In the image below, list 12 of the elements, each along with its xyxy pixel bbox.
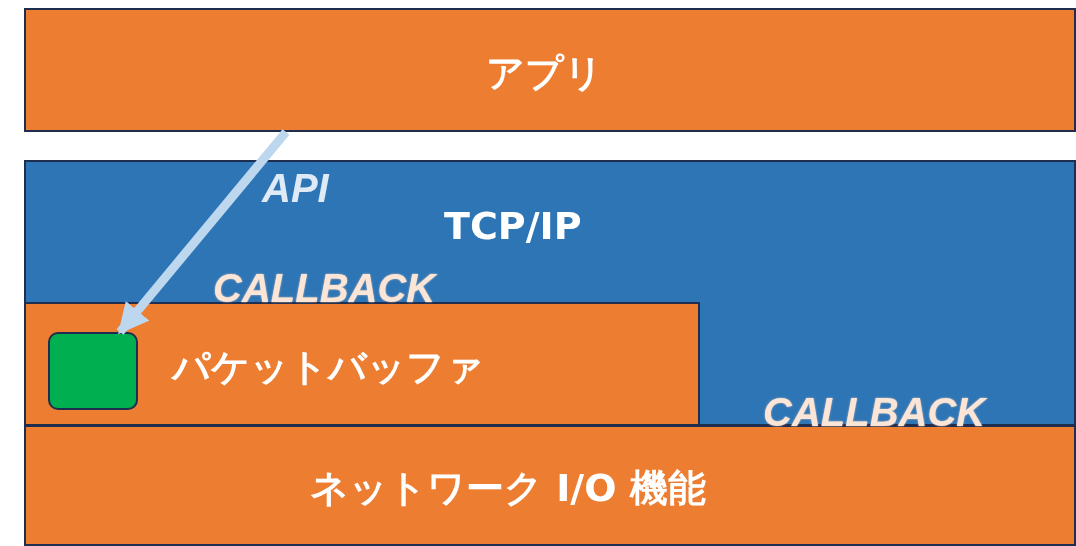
packet-box [48,332,138,410]
layer-box [24,425,1076,546]
layer-label: ネットワーク I/O 機能 [310,465,706,512]
layer-label: アプリ [486,50,603,97]
layer-box [24,8,1076,132]
callback-label: CALLBACK [213,266,436,311]
callback-label: CALLBACK [763,390,986,435]
layer-label: TCP/IP [444,204,582,248]
edge-label: API [262,166,329,211]
buffer-box [24,302,700,426]
layer-label: パケットバッファ [172,344,484,391]
layer-box [24,160,1076,426]
